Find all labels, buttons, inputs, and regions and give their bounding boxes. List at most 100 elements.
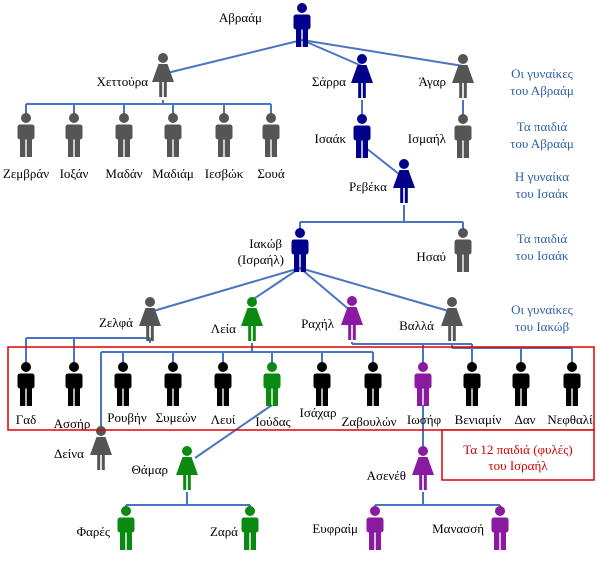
connector-line	[162, 39, 303, 75]
person-ioksan: Ιοξάν	[60, 113, 89, 181]
female-icon	[452, 54, 474, 98]
person-name: Ιεσβώκ	[205, 166, 244, 181]
male-icon	[114, 362, 132, 406]
male-icon	[353, 114, 371, 158]
person-name: Αβραάμ	[219, 10, 262, 25]
male-icon	[17, 113, 35, 157]
twelve-tribes-note-box	[441, 429, 595, 481]
female-icon	[441, 297, 463, 341]
person-name: Ιακώβ	[249, 236, 282, 251]
side-label-line: του Ισαάκ	[516, 248, 569, 263]
person-zemvran: Ζεμβράν	[3, 113, 49, 181]
person-asenef: Ασενέθ	[367, 446, 434, 490]
person-iakov: Ιακώβ(Ισραήλ)	[238, 228, 309, 272]
person-dan: Δαν	[512, 362, 536, 427]
person-veniamin: Βενιαμίν	[455, 362, 502, 427]
person-name: Δαν	[514, 412, 535, 427]
person-valla: Βαλλά	[399, 297, 463, 341]
female-icon	[176, 446, 198, 490]
person-leia: Λεία	[211, 297, 263, 341]
female-icon	[393, 159, 415, 203]
person-name: Βενιαμίν	[455, 412, 502, 427]
person-name: Ευφραίμ	[312, 521, 358, 536]
male-icon	[313, 362, 331, 406]
female-icon	[152, 53, 174, 97]
person-ioudas: Ιούδας	[255, 362, 292, 429]
person-name-secondary: (Ισραήλ)	[238, 252, 284, 267]
male-icon	[463, 362, 481, 406]
person-sarra: Σάρρα	[312, 54, 373, 98]
male-icon	[164, 113, 182, 157]
side-label-line: Τα παιδιά	[517, 119, 568, 134]
side-label-line: του Ισαάκ	[516, 186, 569, 201]
person-zelfa: Ζελφά	[99, 297, 161, 341]
connector-line	[194, 404, 273, 459]
male-icon	[214, 362, 232, 406]
person-name: Γαδ	[16, 412, 36, 427]
male-icon	[364, 362, 382, 406]
person-isau: Ησαύ	[416, 228, 472, 272]
side-label-line: Οι γυναίκες	[511, 302, 574, 317]
person-fares: Φαρές	[77, 506, 135, 550]
person-efraim: Ευφραίμ	[312, 506, 384, 550]
connector-line	[251, 267, 301, 301]
person-name: Ζαβουλών	[341, 414, 396, 429]
male-icon	[65, 362, 83, 406]
person-name: Ασσήρ	[54, 416, 91, 431]
note-line-2: του Ισραήλ	[488, 458, 548, 473]
person-name: Σάρρα	[312, 74, 346, 89]
connector-line	[299, 267, 453, 313]
person-iesvok: Ιεσβώκ	[205, 113, 244, 181]
note-line-1: Τα 12 παιδιά (φυλές)	[463, 442, 572, 457]
person-name: Βαλλά	[399, 318, 434, 333]
person-rouvin: Ρουβήν	[107, 362, 147, 425]
male-icon	[215, 113, 233, 157]
person-madiam: Μαδιάμ	[152, 113, 194, 181]
person-name: Λευί	[211, 412, 236, 427]
side-label-children-isaak: Τα παιδιά του Ισαάκ	[516, 231, 569, 263]
side-label-line: του Αβραάμ	[510, 136, 574, 151]
side-label-line: του Αβραάμ	[510, 83, 574, 98]
person-thamar: Θάμαρ	[132, 446, 198, 490]
connector-line	[365, 147, 405, 179]
female-icon	[241, 297, 263, 341]
male-icon	[262, 113, 280, 157]
male-icon	[563, 362, 581, 406]
person-iosif: Ιωσήφ	[407, 362, 441, 427]
person-gad: Γαδ	[16, 362, 36, 427]
person-name: Μανασσή	[432, 521, 484, 536]
person-name: Χεττούρα	[96, 74, 148, 89]
person-isaak: Ισαάκ	[314, 114, 371, 158]
male-icon	[263, 362, 281, 406]
person-rahil: Ραχήλ	[301, 296, 363, 340]
side-label-line: Οι γυναίκες	[511, 66, 574, 81]
person-name: Λεία	[211, 321, 236, 336]
side-label-line: Τα παιδιά	[517, 231, 568, 246]
male-icon	[512, 362, 530, 406]
male-icon	[454, 114, 472, 158]
male-icon	[115, 113, 133, 157]
female-icon	[90, 426, 112, 470]
connector-line	[299, 267, 353, 313]
person-name: Ρεβέκα	[349, 179, 387, 194]
person-name: Ζεμβράν	[3, 166, 49, 181]
twelve-tribes-frame	[7, 346, 595, 431]
person-name: Ασενέθ	[367, 468, 406, 483]
person-name: Ζαρά	[210, 524, 238, 539]
person-name: Θάμαρ	[132, 462, 168, 477]
female-icon	[351, 54, 373, 98]
female-icon	[341, 296, 363, 340]
person-name: Ισαάκ	[314, 131, 346, 146]
side-label-wife-isaak: Η γυναίκα του Ισαάκ	[515, 169, 569, 201]
male-icon	[241, 506, 259, 550]
person-name: Μαδάν	[105, 166, 142, 181]
female-icon	[139, 297, 161, 341]
connector-line	[301, 39, 363, 67]
person-name: Ησαύ	[416, 249, 446, 264]
person-name: Ιούδας	[255, 414, 291, 429]
person-hettoura: Χεττούρα	[96, 53, 174, 97]
person-reveka: Ρεβέκα	[349, 159, 415, 203]
person-name: Ρουβήν	[107, 410, 147, 425]
person-name: Συμεών	[156, 410, 197, 425]
